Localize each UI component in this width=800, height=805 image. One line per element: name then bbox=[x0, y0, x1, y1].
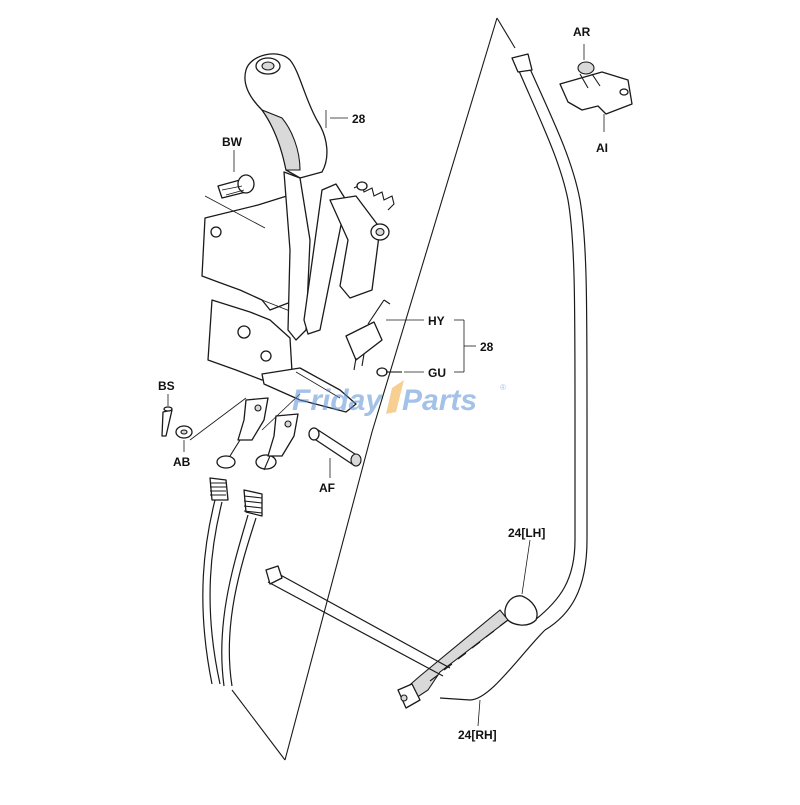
label-ar: AR bbox=[573, 25, 591, 39]
watermark-word-2: Parts bbox=[402, 384, 477, 417]
leader-lines bbox=[167, 44, 605, 727]
label-hy: HY bbox=[428, 314, 445, 328]
label-af: AF bbox=[319, 481, 335, 495]
label-bs: BS bbox=[158, 379, 175, 393]
bolt-bw bbox=[204, 174, 266, 229]
bracket-ar-ai bbox=[559, 61, 633, 115]
label-ref-28-top: 28 bbox=[352, 112, 366, 126]
label-ab: AB bbox=[173, 455, 191, 469]
label-24-lh: 24[LH] bbox=[508, 526, 545, 540]
left-cables bbox=[189, 393, 301, 687]
part-labels: AR AI BW 28 HY GU 28 BS AB AF 24[LH] 24[… bbox=[158, 25, 608, 742]
frame-lines bbox=[231, 17, 516, 761]
label-bw: BW bbox=[222, 135, 243, 149]
label-24-rh: 24[RH] bbox=[458, 728, 497, 742]
watermark-logo: Friday Parts ® bbox=[292, 380, 506, 417]
lever-assembly bbox=[201, 53, 395, 413]
spring bbox=[353, 181, 395, 241]
cable-long bbox=[439, 53, 588, 701]
cable-boot bbox=[397, 595, 538, 709]
watermark-registered-mark: ® bbox=[500, 383, 506, 392]
label-ai: AI bbox=[596, 141, 608, 155]
watermark-word-1: Friday bbox=[292, 384, 383, 417]
watermark-accent-icon bbox=[386, 380, 404, 414]
micro-switch bbox=[345, 299, 402, 377]
clevis-pin-af bbox=[308, 427, 362, 467]
cable-rod bbox=[265, 565, 451, 677]
label-ref-28-group: 28 bbox=[480, 340, 494, 354]
label-gu: GU bbox=[428, 366, 446, 380]
pin-washer bbox=[161, 406, 193, 439]
